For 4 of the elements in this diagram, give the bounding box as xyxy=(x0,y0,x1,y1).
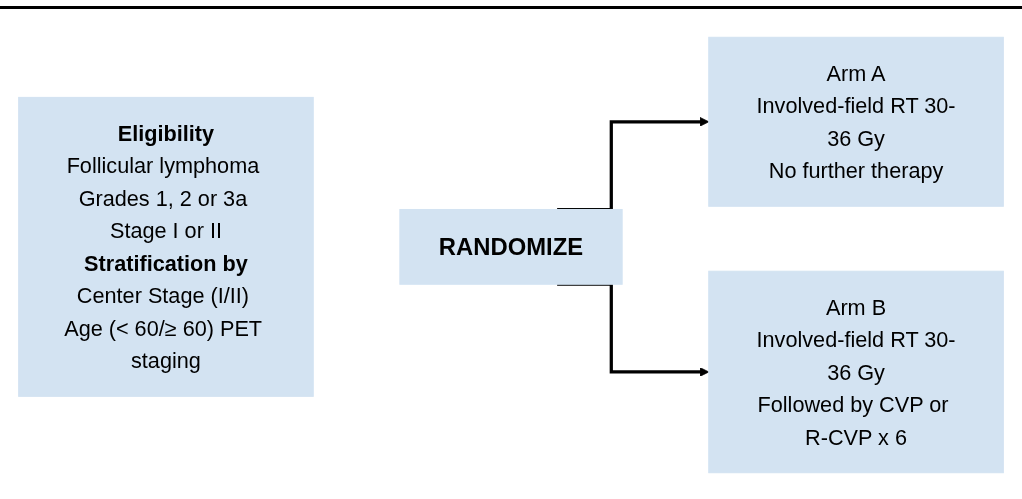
node-box: Arm B Involved-field RT 30-36 Gy Followed by CVP or R-CVP x 6 xyxy=(708,270,1004,474)
node-box: Arm A Involved-field RT 30-36 Gy No further therapy xyxy=(708,36,1004,207)
node-box: Eligibility Follicular lymphoma Grades 1, 2 or 3a Stage I or II Stratification by Center Stage (I/II) Age (< 60/≥ 60) PET staging xyxy=(18,96,314,397)
node-box: RANDOMIZE xyxy=(399,208,623,285)
